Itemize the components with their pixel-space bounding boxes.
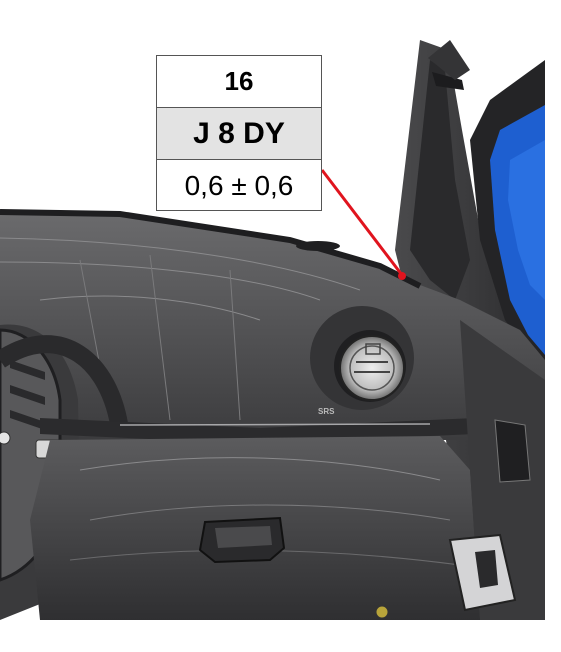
leader-line xyxy=(320,169,404,276)
glovebox xyxy=(30,436,480,620)
callout-tolerance: 0,6 ± 0,6 xyxy=(184,170,294,201)
callout-code: J 8 DY xyxy=(157,108,321,160)
callout-number: 16 xyxy=(157,56,321,108)
door-panel xyxy=(448,320,545,620)
side-air-vent xyxy=(310,306,414,410)
callout-label-box: 16 J 8 DY 0,6 ± 0,6 xyxy=(156,55,322,211)
srs-marking: SRS xyxy=(318,407,335,416)
door-window xyxy=(470,60,545,370)
leader-marker xyxy=(398,272,406,280)
dashboard-top xyxy=(0,209,545,440)
